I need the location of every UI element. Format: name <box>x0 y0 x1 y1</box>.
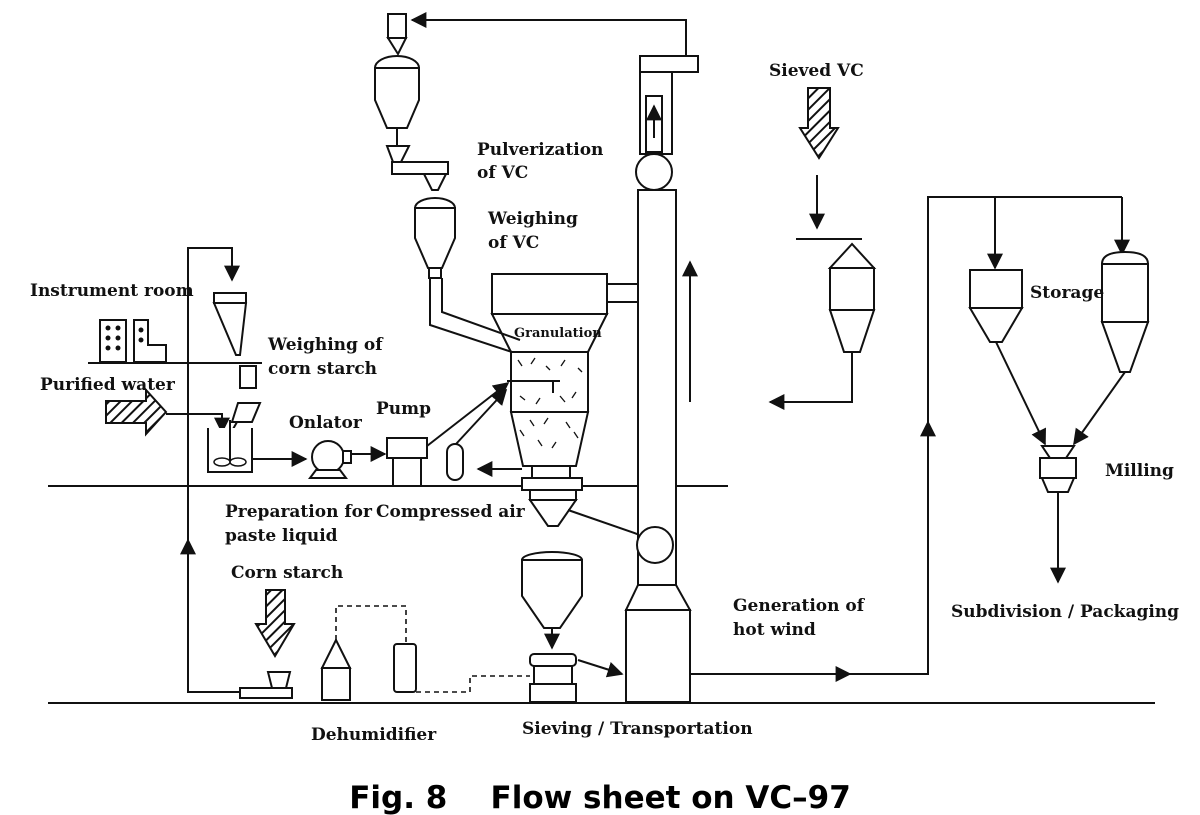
label-weighing-vc-2: of VC <box>488 233 539 253</box>
mixer-tank-icon <box>207 420 308 473</box>
storage-silos <box>968 250 1150 446</box>
cyclone-icon <box>682 242 877 410</box>
label-storage: Storage <box>1030 283 1104 303</box>
label-instrument-room: Instrument room <box>30 281 194 301</box>
product-line <box>690 196 1130 682</box>
elevator-column <box>410 12 699 586</box>
vc-feed-train <box>374 13 521 353</box>
mill <box>1039 445 1077 584</box>
label-milling: Milling <box>1105 461 1174 481</box>
compressed-air-tank <box>446 388 522 481</box>
corn-starch-weigher <box>212 292 262 439</box>
label-generation: Generation of <box>733 596 866 616</box>
label-weighing-corn-2: corn starch <box>268 359 377 379</box>
label-pulverization: Pulverization <box>477 140 603 160</box>
hopper-icon <box>521 551 624 703</box>
label-generation-2: hot wind <box>733 620 816 640</box>
label-purified-water: Purified water <box>40 375 176 395</box>
label-preparation-2: paste liquid <box>225 526 338 546</box>
label-granulation: Granulation <box>514 326 602 341</box>
label-subdivision: Subdivision / Packaging <box>951 602 1179 622</box>
pump-unit <box>386 382 510 487</box>
granulator <box>490 273 641 536</box>
label-onlator: Onlator <box>289 413 363 433</box>
recycle-line <box>180 247 240 693</box>
label-pulverization-2: of VC <box>477 163 528 183</box>
label-weighing-corn: Weighing of <box>267 335 384 355</box>
purified-water-arrow-icon <box>105 387 230 437</box>
label-sieved-vc: Sieved VC <box>769 61 864 81</box>
label-weighing-vc: Weighing <box>487 209 578 229</box>
label-compressed-air: Compressed air <box>376 502 526 522</box>
label-pump: Pump <box>376 399 431 419</box>
sieved-vc-arrow-icon <box>796 87 862 240</box>
pump-icon <box>308 440 387 479</box>
label-corn-starch: Corn starch <box>231 563 343 583</box>
figure-caption: Fig. 8 Flow sheet on VC–97 <box>349 780 851 815</box>
instrument-panel-icon <box>99 319 167 363</box>
corn-starch-arrow-icon <box>239 589 296 699</box>
hot-wind-generator <box>624 584 692 703</box>
label-preparation: Preparation for <box>225 502 373 522</box>
dehumidifier <box>320 605 530 701</box>
label-dehumidifier: Dehumidifier <box>311 725 437 745</box>
label-sieving: Sieving / Transportation <box>522 719 753 739</box>
